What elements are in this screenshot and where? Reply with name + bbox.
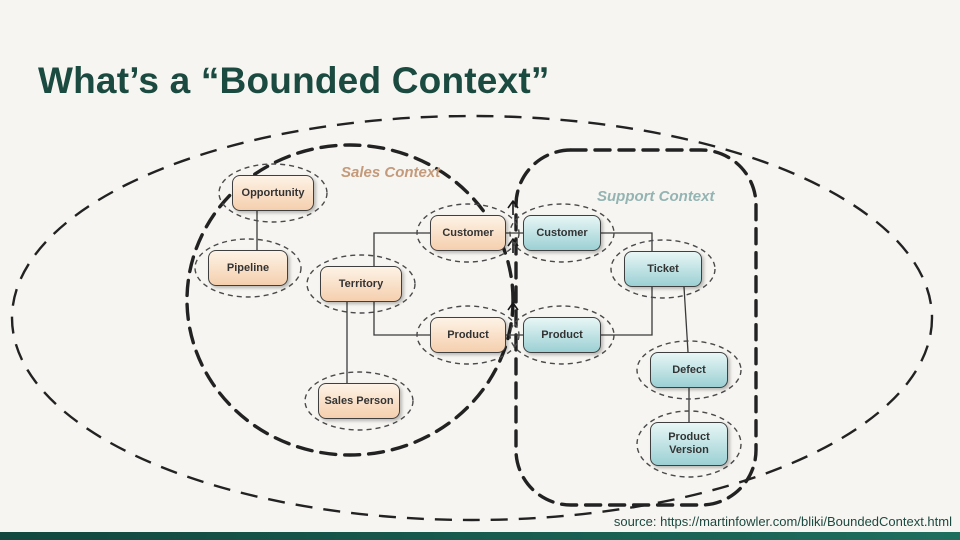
entity-label: Opportunity (241, 186, 305, 199)
entity-product-version: Product Version (650, 422, 728, 466)
entity-defect: Defect (650, 352, 728, 388)
entity-ticket: Ticket (624, 251, 702, 287)
connector-customer-ticket (601, 232, 653, 251)
boundary-arrow-product-top (507, 302, 519, 317)
entity-sales-person: Sales Person (318, 383, 400, 419)
boundary-arrow-customer-top (507, 200, 519, 215)
entity-product-sales: Product (430, 317, 506, 353)
halo-customer-sales (416, 203, 520, 263)
connector-ticket-product (601, 287, 653, 336)
entity-label: Defect (672, 363, 706, 376)
halo-sales-person (304, 371, 414, 431)
entity-product-support: Product (523, 317, 601, 353)
support-context-label: Support Context (597, 188, 715, 205)
entity-label: Pipeline (226, 261, 270, 274)
footer-accent-bar (0, 532, 960, 540)
entity-label: Customer (442, 226, 494, 239)
halo-pipeline (194, 238, 302, 298)
entity-label: Sales Person (324, 394, 394, 407)
page-title: What’s a “Bounded Context” (38, 60, 550, 101)
entity-customer-sales: Customer (430, 215, 506, 251)
sales-context-boundary (185, 143, 515, 457)
entity-label: Customer (536, 226, 588, 239)
halo-product-version (636, 410, 742, 478)
halo-opportunity (218, 163, 328, 223)
connector-territory-customer (373, 232, 430, 266)
entity-label: Product Version (668, 431, 710, 456)
entity-opportunity: Opportunity (232, 175, 314, 211)
entity-pipeline: Pipeline (208, 250, 288, 286)
connector-ticket-defect (683, 286, 689, 353)
entity-customer-support: Customer (523, 215, 601, 251)
entity-label: Territory (338, 277, 384, 290)
entity-label: Product (447, 328, 489, 341)
source-attribution: source: https://martinfowler.com/bliki/B… (613, 514, 952, 529)
entity-territory: Territory (320, 266, 402, 302)
entity-label: Product (541, 328, 583, 341)
support-context-boundary (514, 148, 758, 507)
halo-customer-support (509, 203, 615, 263)
connector-territory-product (373, 302, 430, 336)
entity-label: Ticket (647, 262, 679, 275)
halo-defect (636, 340, 742, 400)
halo-territory (306, 254, 416, 314)
halo-product-sales (416, 305, 520, 365)
halo-product-support (509, 305, 615, 365)
outer-boundary-ellipse (10, 114, 934, 522)
halo-ticket (610, 239, 716, 299)
sales-context-label: Sales Context (341, 164, 441, 181)
